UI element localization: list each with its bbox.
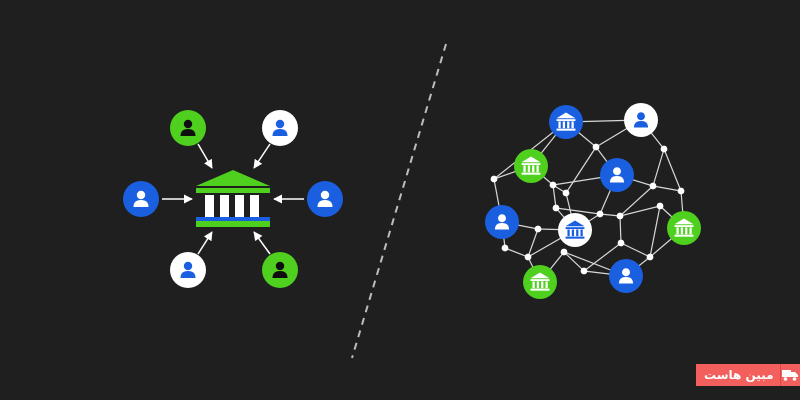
bank-icon	[565, 220, 585, 239]
network-junction	[534, 225, 542, 233]
user-icon	[317, 190, 333, 207]
centralized-node	[262, 110, 298, 146]
user-icon	[180, 261, 196, 278]
network-link	[652, 185, 682, 192]
network-junction	[596, 210, 604, 218]
user-icon	[609, 167, 625, 183]
network-junction	[560, 248, 568, 256]
user-icon	[494, 214, 510, 230]
network-link	[565, 146, 597, 194]
network-junction	[592, 143, 600, 151]
bank-icon	[556, 112, 576, 131]
bank-icon	[530, 272, 550, 291]
network-junction	[616, 212, 624, 220]
network-link	[619, 185, 654, 217]
network-node	[549, 105, 583, 139]
network-junction	[649, 182, 657, 190]
network-link	[583, 242, 622, 272]
network-node	[523, 265, 557, 299]
user-icon	[272, 119, 288, 136]
network-link	[619, 205, 661, 217]
network-node	[600, 158, 634, 192]
node-circle	[558, 213, 592, 247]
network-junction	[501, 244, 509, 252]
network-junction	[646, 253, 654, 261]
network-node	[558, 213, 592, 247]
network-link	[620, 242, 651, 258]
network-link	[504, 247, 529, 258]
user-icon	[180, 119, 196, 136]
divider-line	[351, 43, 447, 359]
user-icon	[633, 112, 649, 128]
network-junction	[656, 202, 664, 210]
network-link	[652, 148, 665, 187]
network-node	[514, 149, 548, 183]
network-node	[667, 211, 701, 245]
flow-arrow	[197, 231, 213, 255]
flow-arrow	[253, 143, 271, 169]
user-icon	[133, 190, 149, 207]
centralized-node	[170, 252, 206, 288]
network-link	[649, 205, 661, 258]
node-circle	[549, 105, 583, 139]
centralized-diagram	[123, 110, 343, 288]
network-link	[555, 207, 601, 215]
network-link	[552, 184, 557, 209]
central-bank-icon	[196, 170, 270, 227]
centralized-node	[307, 181, 343, 217]
network-junction	[524, 253, 532, 261]
centralized-node	[170, 110, 206, 146]
centralized-node	[123, 181, 159, 217]
node-circle	[523, 265, 557, 299]
network-junction	[677, 187, 685, 195]
node-circle	[667, 211, 701, 245]
watermark-badge: مبین هاست	[696, 364, 800, 386]
network-link	[527, 228, 539, 258]
network-junction	[549, 181, 557, 189]
network-junction	[552, 204, 560, 212]
network-link	[563, 251, 585, 272]
network-junction	[562, 189, 570, 197]
truck-icon	[779, 364, 800, 386]
watermark-text: مبین هاست	[696, 364, 780, 386]
network-junction	[660, 145, 668, 153]
user-icon	[272, 261, 288, 278]
centralized-node	[262, 252, 298, 288]
network-link	[663, 148, 682, 192]
decentralized-network	[485, 103, 701, 299]
network-junction	[490, 175, 498, 183]
network-node	[609, 259, 643, 293]
bank-icon	[521, 156, 541, 175]
node-circle	[514, 149, 548, 183]
network-node	[485, 205, 519, 239]
network-junction	[617, 239, 625, 247]
network-node	[624, 103, 658, 137]
network-junction	[580, 267, 588, 275]
bank-icon	[674, 218, 694, 237]
network-link	[619, 215, 622, 244]
user-icon	[618, 268, 634, 284]
flow-arrow	[253, 231, 271, 255]
flow-arrow	[197, 143, 213, 169]
